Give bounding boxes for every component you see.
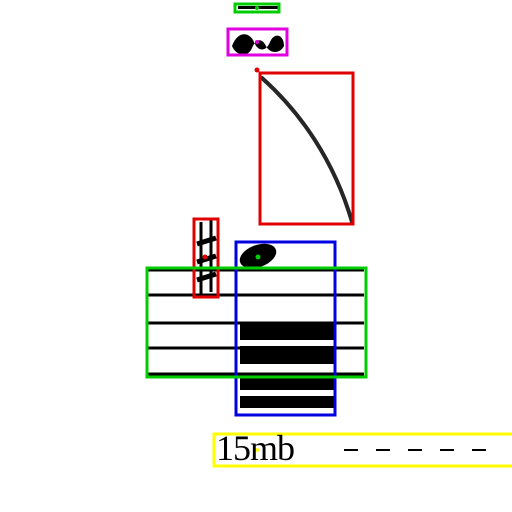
bbox-stem-or-slur: [258, 71, 355, 226]
marker-sharp-accidental: [202, 254, 208, 260]
bbox-sharp-accidental: [192, 217, 220, 299]
bbox-staff: [145, 266, 368, 379]
stem-or-slur: [260, 76, 354, 224]
marker-stem-or-slur: [254, 67, 260, 73]
annotation-markers: [202, 6, 261, 452]
bbox-notehead-ledger: [234, 240, 337, 417]
ottava-text: 15mb: [216, 428, 295, 468]
ledger-lines: [240, 322, 334, 408]
marker-turn-ornament: [255, 40, 259, 44]
turn-ornament: [232, 34, 284, 55]
annotation-boxes: [145, 2, 512, 468]
bbox-ottava: [212, 432, 512, 468]
marker-ottava: [255, 448, 259, 452]
bbox-turn-ornament: [226, 27, 289, 57]
marker-ornament-dash: [255, 6, 259, 10]
marker-notehead: [255, 254, 261, 260]
sharp-accidental: [196, 220, 217, 294]
bbox-ornament-dash: [233, 2, 281, 14]
